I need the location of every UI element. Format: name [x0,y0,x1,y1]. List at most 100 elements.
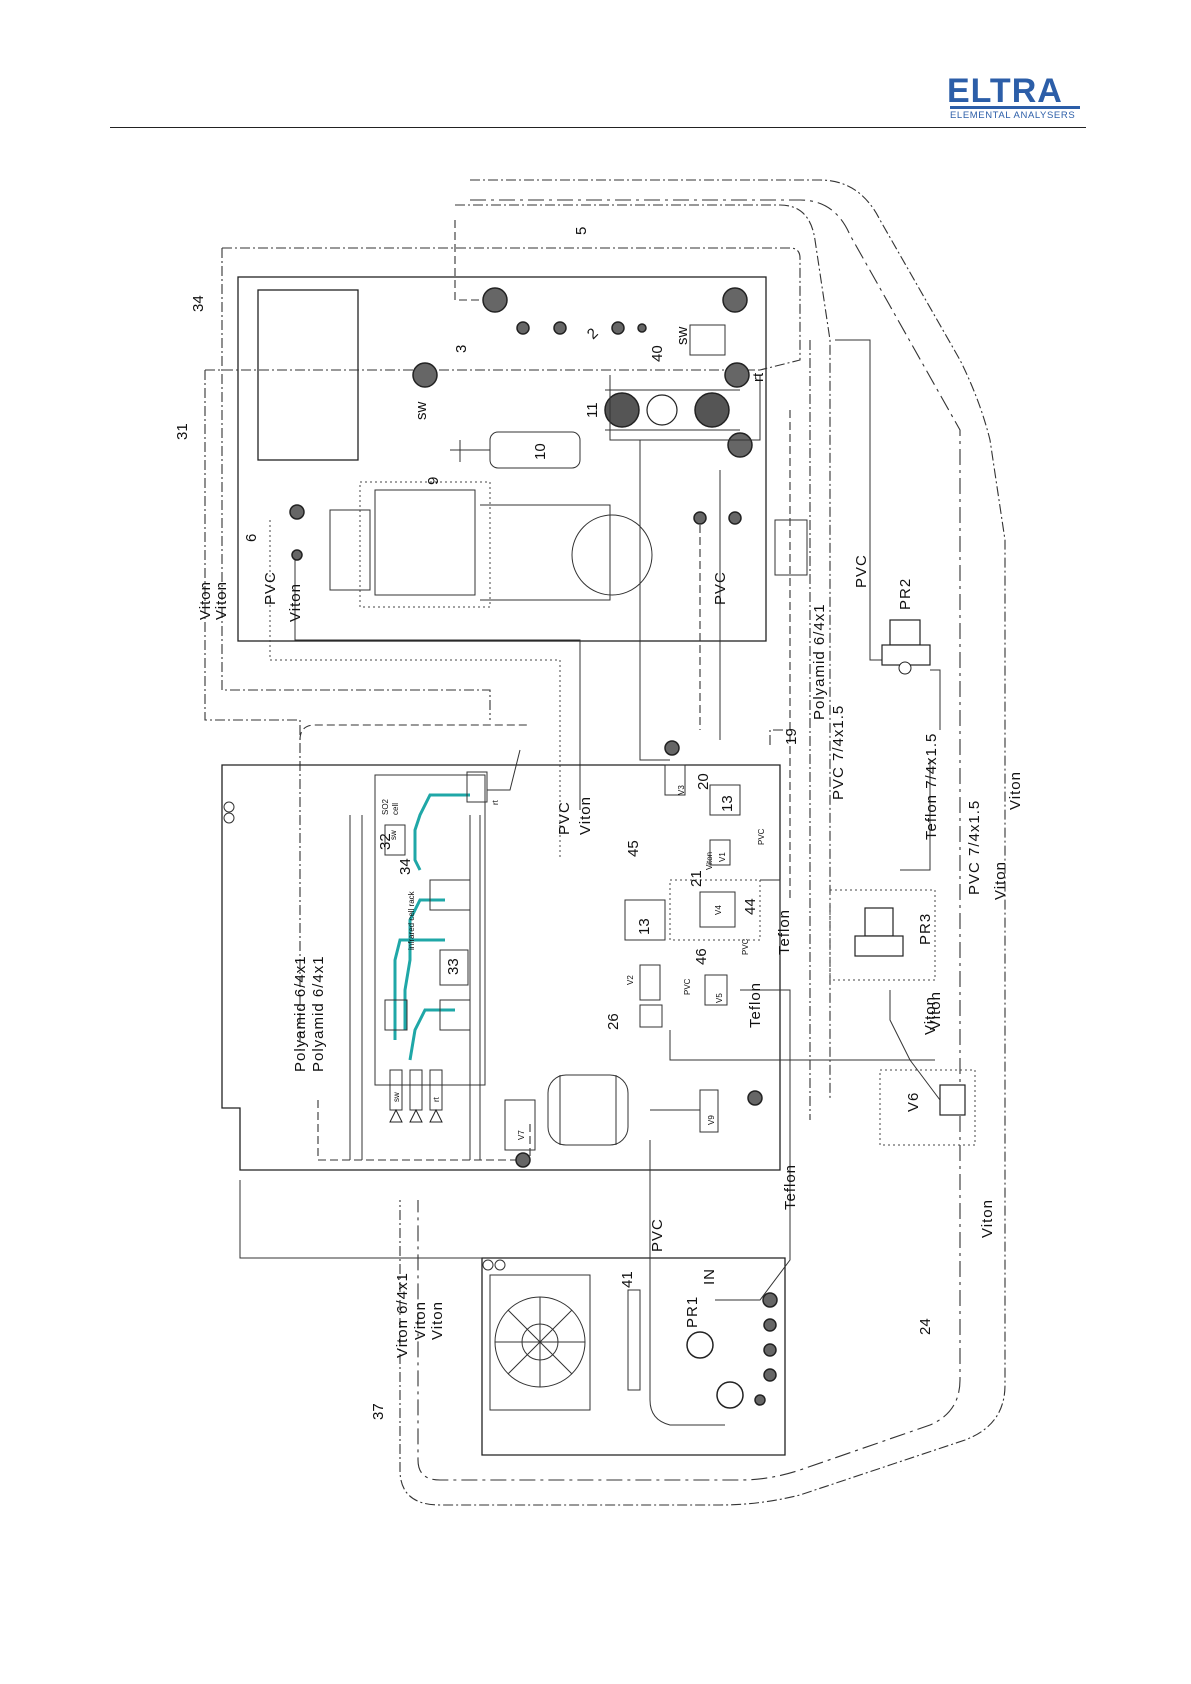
label-pvc-small3: PVC [683,978,692,995]
viton-line-left [294,560,581,810]
label-pvc-c: PVC [649,1218,666,1252]
label-9: 9 [425,477,442,485]
label-in: IN [701,1268,718,1285]
pr3-regulator [829,889,936,981]
label-33: 33 [445,958,462,975]
port-lower-4 [754,1394,766,1406]
port-lower-3 [763,1368,777,1382]
port-small-4 [637,323,647,333]
label-v3: V3 [677,785,686,795]
v6-body [939,1084,966,1116]
label-sw-rack: sw [392,1092,401,1102]
valve-v7 [504,1099,536,1151]
v4-housing [669,879,761,941]
valve-v1 [709,839,731,866]
label-rt-top: rt [750,372,767,382]
box-sw [689,324,726,356]
valve-v5 [704,974,728,1006]
outer-loop-24 [399,179,1006,1506]
label-3: 3 [453,345,470,353]
cell-sw-left [384,999,408,1031]
port-v7-bottom [515,1152,531,1168]
port-furnace-1 [693,511,707,525]
label-pvc-small1: PVC [757,828,766,845]
filter-11-left [604,392,640,428]
label-40: 40 [649,345,666,362]
label-13-bottom: 13 [636,918,653,935]
teflon-line-a [760,879,781,960]
pr3-feed [669,1030,935,1061]
tube-10-fitting [450,440,490,462]
fan-spokes [495,1297,585,1387]
port-furnace-2 [728,511,742,525]
label-pvc-small2: PVC [741,938,750,955]
cell-right [439,999,471,1031]
label-viton-small: Viton [705,852,714,870]
label-viton-r2: Viton [992,861,1009,900]
pr2-outlet [930,669,941,730]
label-6: 6 [243,534,260,542]
label-34-top: 34 [190,295,207,312]
port-in [762,1292,778,1308]
eltra-logo: ELTRA [947,72,1063,110]
arrow-sw [389,1108,403,1123]
pr2-knob [898,661,912,675]
label-34-rack: 34 [397,858,414,875]
out-ra [409,1069,423,1111]
analyser-section [221,749,781,1171]
pvc-line-left [269,520,561,860]
polyamid-loop-b [317,1100,531,1161]
label-pr3: PR3 [917,913,934,945]
label-44: 44 [742,898,759,915]
label-v9: V9 [707,1115,716,1125]
logo-underline [950,106,1080,109]
port-lower-2 [763,1343,777,1357]
label-teflon-c: Teflon [782,1164,799,1210]
label-31: 31 [174,423,191,440]
label-sw-r1: sw [389,830,398,840]
label-v6: V6 [905,1092,922,1112]
filter-11-center [646,394,678,426]
label-v4: V4 [714,905,723,915]
line-19 [769,729,790,745]
label-infrared-cell-rack: infrared cell rack [407,890,416,950]
pr3-base [854,935,904,957]
port-top-left [482,287,508,313]
label-viton-a: Viton [197,581,214,620]
label-cell: cell [391,803,400,815]
port-rt [724,362,750,388]
label-45: 45 [625,840,642,857]
label-v1: V1 [718,852,727,862]
box-right-furnace [774,519,808,576]
pr1-knob [716,1381,744,1409]
rack-rails [349,815,481,1160]
furnace-round [571,514,653,596]
furnace-body [480,504,611,601]
port-20 [664,740,680,756]
fan-housing [489,1274,591,1411]
pr2-regulator [881,619,941,871]
label-13-top: 13 [719,795,736,812]
port-right-mid [727,432,753,458]
valve-v4 [699,891,736,928]
port-small-2 [553,321,567,335]
furnace-section [204,179,1006,1506]
furnace-box-outline [359,481,491,608]
rack-rt-line [487,749,521,791]
label-teflon-a: Teflon [776,909,793,955]
logo-subtitle: ELEMENTAL ANALYSERS [950,110,1076,121]
label-37: 37 [370,1403,387,1420]
label-5: 5 [573,227,590,235]
loop-34 [222,247,801,371]
pvc-41-line [649,1140,725,1426]
label-41: 41 [619,1271,636,1288]
label-21: 21 [688,870,705,887]
part-26 [639,1004,663,1028]
pr3-body [864,907,894,937]
label-viton-r1: Viton [1007,771,1024,810]
sensor-6-bottom [291,549,303,561]
teflon-line-b [740,989,791,1200]
control-section [239,1140,791,1456]
label-pvc-r: PVC [853,554,870,588]
label-pr2: PR2 [897,578,914,610]
